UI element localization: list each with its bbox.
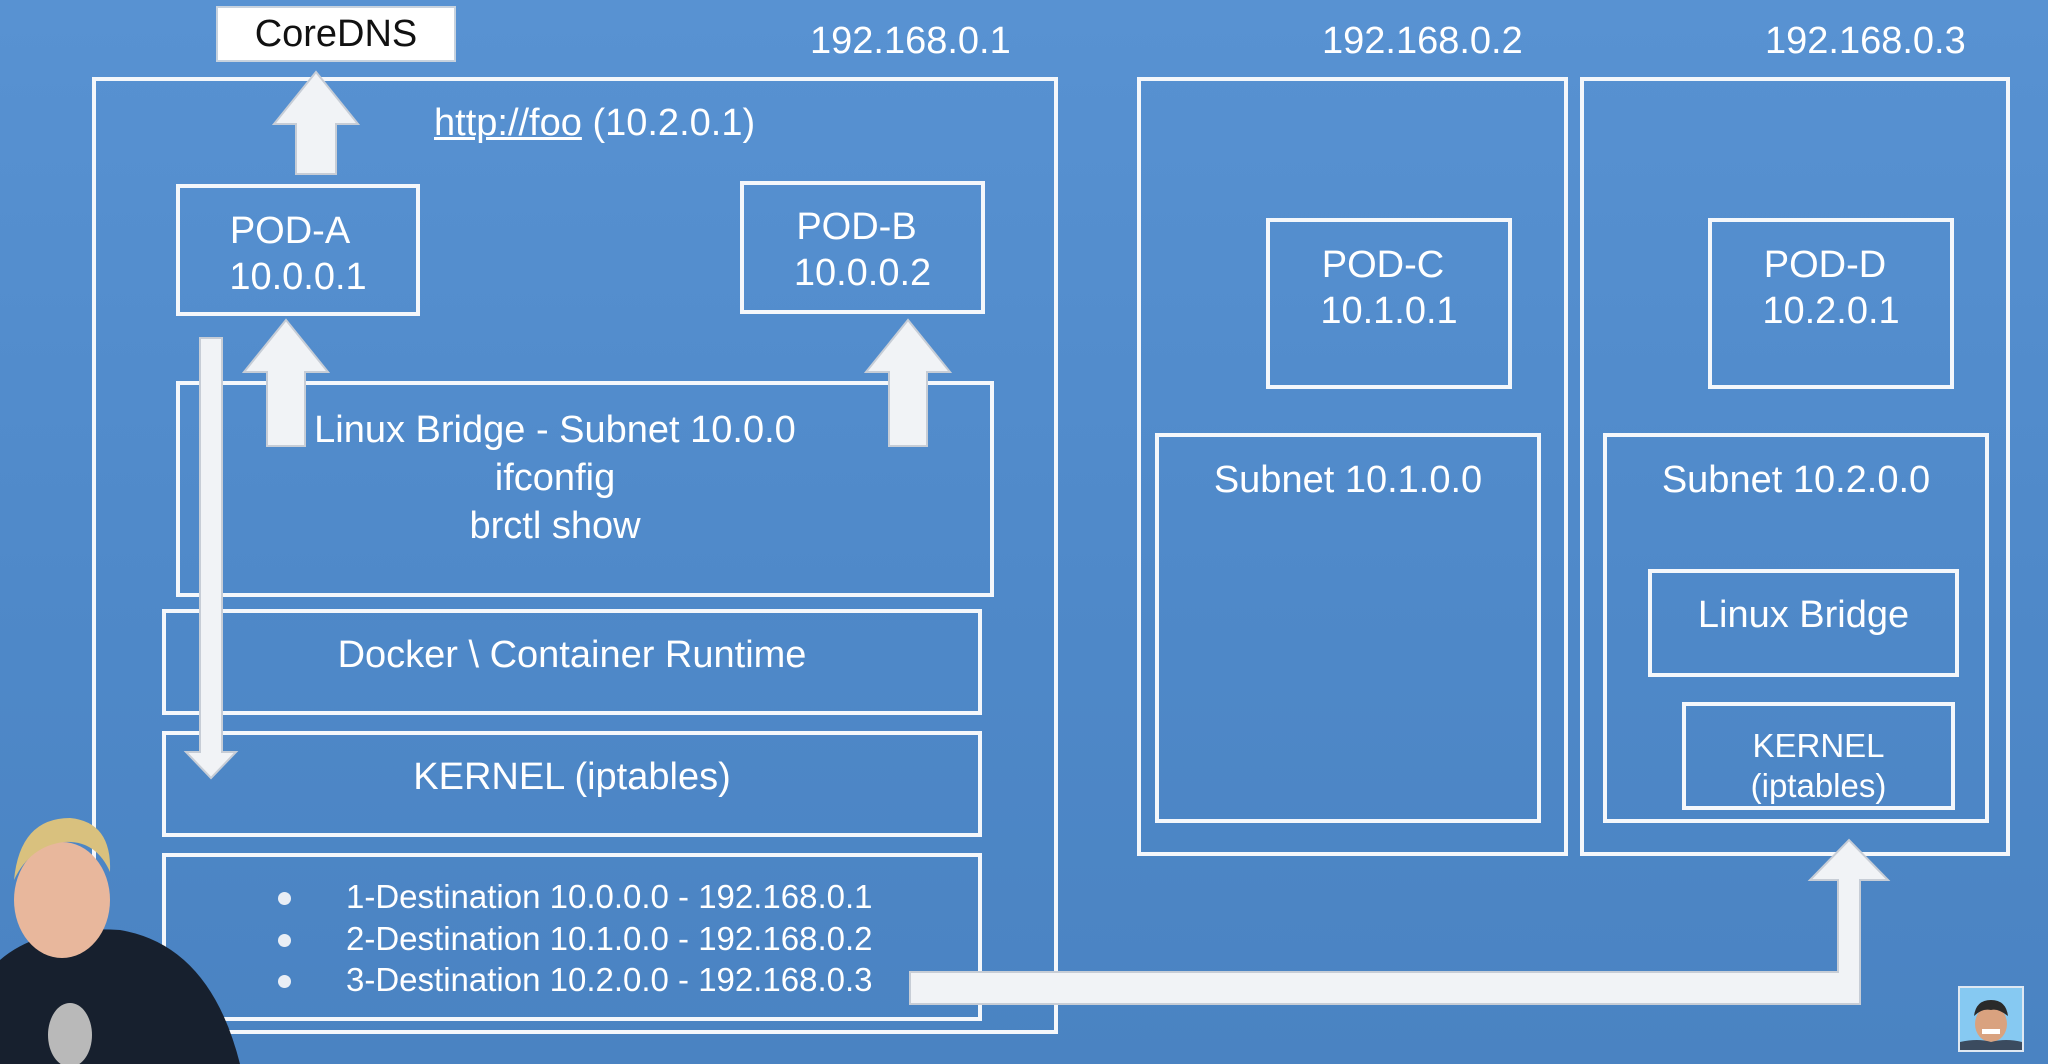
subnet-10-1-label: Subnet 10.1.0.0 xyxy=(1213,459,1483,501)
node1-ip: 192.168.0.1 xyxy=(810,20,1011,62)
service-url-link[interactable]: http://foo xyxy=(434,102,582,144)
container-runtime-label: Docker \ Container Runtime xyxy=(337,634,807,676)
pod-a-name: POD-A xyxy=(229,210,351,252)
pod-b-name: POD-B xyxy=(796,206,917,248)
pod-c-box xyxy=(1266,218,1512,389)
channel-avatar xyxy=(1958,986,2024,1052)
pod-d-ip: 10.2.0.1 xyxy=(1762,290,1900,332)
pod-b-box xyxy=(740,181,985,314)
route-3: 3-Destination 10.2.0.0 - 192.168.0.3 xyxy=(346,961,873,998)
route-1: 1-Destination 10.0.0.0 - 192.168.0.1 xyxy=(346,878,873,915)
avatar-icon xyxy=(1960,988,2022,1050)
coredns-label: CoreDNS xyxy=(216,6,456,62)
node1-box xyxy=(92,77,1058,1034)
service-url: http://foo (10.2.0.1) xyxy=(434,102,755,145)
pod-b-label: POD-B 10.0.0.2 xyxy=(740,204,985,296)
kernel-box xyxy=(162,731,982,837)
linux-bridge-box xyxy=(176,381,994,597)
pod-d-name: POD-D xyxy=(1763,244,1887,286)
linux-bridge-label: Linux Bridge - Subnet 10.0.0 ifconfig br… xyxy=(176,406,994,550)
node3-bridge-box xyxy=(1648,569,1959,677)
node3-ip: 192.168.0.3 xyxy=(1765,20,1966,62)
pod-c-ip: 10.1.0.1 xyxy=(1320,290,1458,332)
pod-d-box xyxy=(1708,218,1954,389)
route-bullet-1 xyxy=(278,892,291,905)
pod-a-label: POD-A 10.0.0.1 xyxy=(176,208,420,300)
service-ip: (10.2.0.1) xyxy=(592,102,756,144)
pod-a-box xyxy=(176,184,420,316)
pod-a-ip: 10.0.0.1 xyxy=(229,256,367,298)
pod-b-ip: 10.0.0.2 xyxy=(793,252,932,294)
bridge-cmd-brctl: brctl show xyxy=(469,505,641,547)
subnet-10-2-box xyxy=(1603,433,1989,823)
pod-c-name: POD-C xyxy=(1321,244,1445,286)
node3-kernel-sub: (iptables) xyxy=(1750,767,1887,804)
route-2: 2-Destination 10.1.0.0 - 192.168.0.2 xyxy=(346,920,873,957)
container-runtime-box xyxy=(162,609,982,715)
linux-bridge-title: Linux Bridge - Subnet 10.0.0 xyxy=(314,409,796,451)
subnet-10-2-label: Subnet 10.2.0.0 xyxy=(1661,459,1931,501)
route-bullet-3 xyxy=(278,975,291,988)
kernel-label: KERNEL (iptables) xyxy=(413,756,731,798)
node3-kernel-box xyxy=(1682,702,1955,810)
node2-ip: 192.168.0.2 xyxy=(1322,20,1523,62)
route-bullet-2 xyxy=(278,934,291,947)
node3-kernel-title: KERNEL xyxy=(1752,727,1885,764)
node3-bridge-label: Linux Bridge xyxy=(1697,594,1910,636)
bridge-cmd-ifconfig: ifconfig xyxy=(494,457,616,499)
node3-kernel-label: KERNEL (iptables) xyxy=(1682,726,1955,806)
pod-c-label: POD-C 10.1.0.1 xyxy=(1266,242,1512,334)
subnet-10-1-box xyxy=(1155,433,1541,823)
pod-d-label: POD-D 10.2.0.1 xyxy=(1708,242,1954,334)
